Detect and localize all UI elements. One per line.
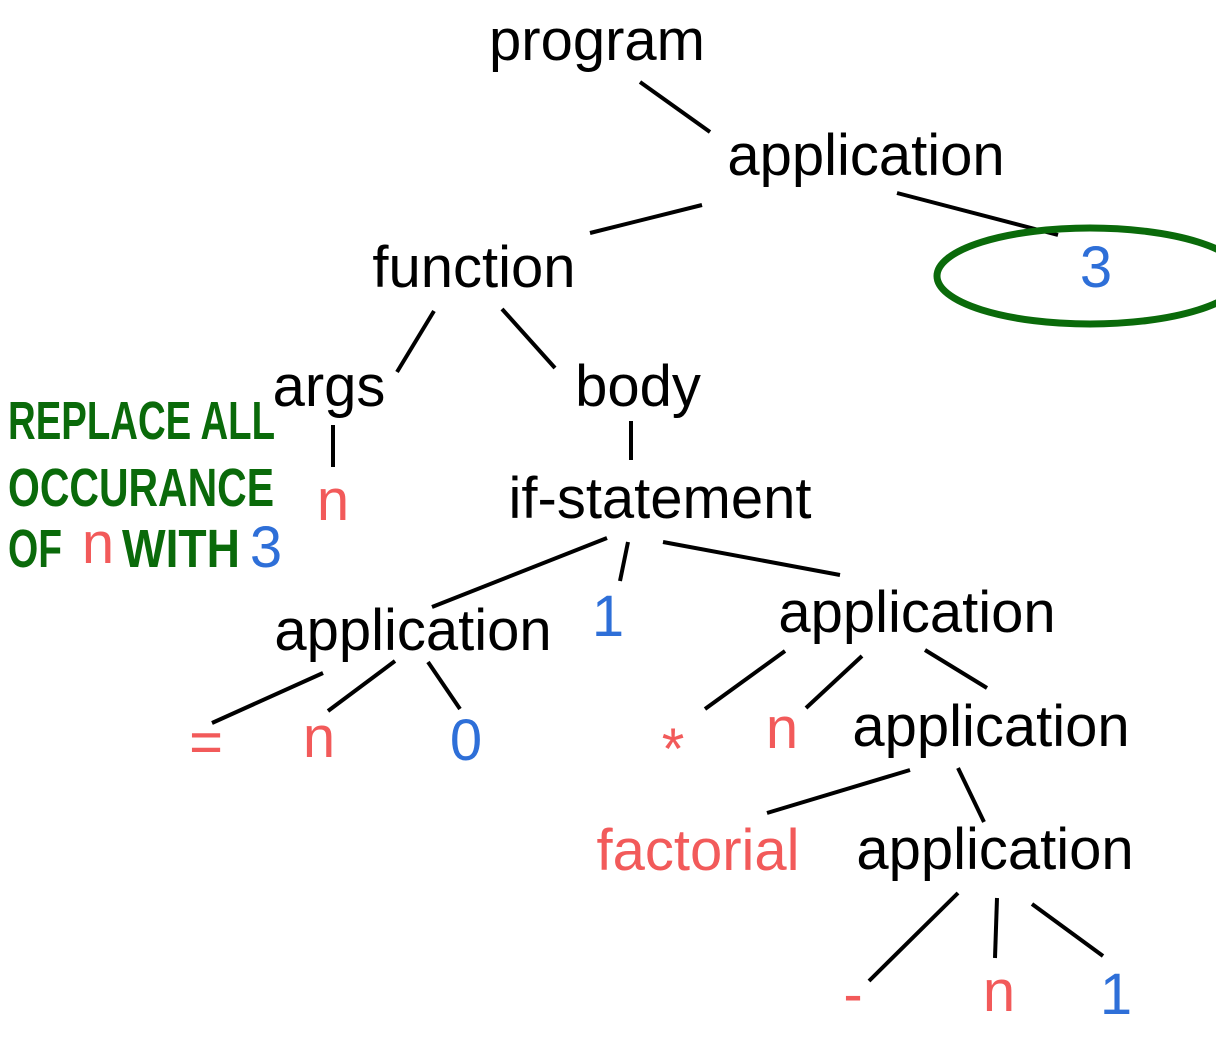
node-if-statement: if-statement xyxy=(509,466,812,531)
replace-annotation: REPLACE ALL OCCURANCE OF n WITH 3 xyxy=(8,391,282,580)
node-cond-application: application xyxy=(274,598,551,663)
node-factorial: factorial xyxy=(596,818,799,883)
edge-cond-zero xyxy=(426,660,462,711)
edge-function-args xyxy=(395,309,436,374)
edge-else-mul xyxy=(703,649,787,711)
edge-application-function xyxy=(589,203,703,235)
annotation-line-3-with: WITH xyxy=(122,519,240,579)
node-sub-n: n xyxy=(983,959,1015,1024)
edge-sub-n xyxy=(993,897,999,959)
node-program: program xyxy=(489,8,705,73)
edge-sub-one xyxy=(1030,902,1105,958)
node-sub-operator: - xyxy=(843,962,862,1027)
edge-if-cond xyxy=(431,536,608,609)
node-param-n: n xyxy=(317,468,349,533)
tree-edges xyxy=(211,80,1105,983)
edge-program-application xyxy=(638,80,712,134)
annotation-variable-n: n xyxy=(82,511,114,576)
node-arg-value: 3 xyxy=(1080,235,1112,300)
edge-sub-minus xyxy=(867,891,960,983)
node-application-root: application xyxy=(727,123,1004,188)
edge-rec-factorial xyxy=(766,768,911,815)
annotation-line-1: REPLACE ALL xyxy=(8,391,275,451)
edge-if-then xyxy=(618,541,630,582)
node-mul-n: n xyxy=(766,696,798,761)
edge-function-body xyxy=(500,307,557,370)
node-else-application: application xyxy=(778,580,1055,645)
node-eq-operator: = xyxy=(189,710,223,775)
edge-cond-eq xyxy=(211,671,324,725)
annotation-value-3: 3 xyxy=(250,515,282,580)
edge-else-n xyxy=(804,654,864,710)
annotation-line-2: OCCURANCE xyxy=(8,458,274,518)
node-mul-operator: * xyxy=(662,717,685,782)
node-then-value: 1 xyxy=(592,584,624,649)
node-body: body xyxy=(575,354,701,419)
node-sub-one: 1 xyxy=(1100,962,1132,1027)
tree-nodes: program application function 3 args body… xyxy=(189,8,1134,1027)
node-function: function xyxy=(372,235,575,300)
annotation-line-3-prefix: OF xyxy=(8,519,62,579)
node-args: args xyxy=(273,354,386,419)
node-sub-application: application xyxy=(856,817,1133,882)
node-cond-n: n xyxy=(303,705,335,770)
node-rec-application: application xyxy=(852,694,1129,759)
edge-cond-n xyxy=(326,659,397,713)
highlight-ellipse xyxy=(933,224,1216,328)
edge-else-rec xyxy=(923,648,989,690)
edge-rec-sub xyxy=(956,767,986,823)
node-cond-zero: 0 xyxy=(450,708,482,773)
edge-if-else xyxy=(662,540,841,577)
